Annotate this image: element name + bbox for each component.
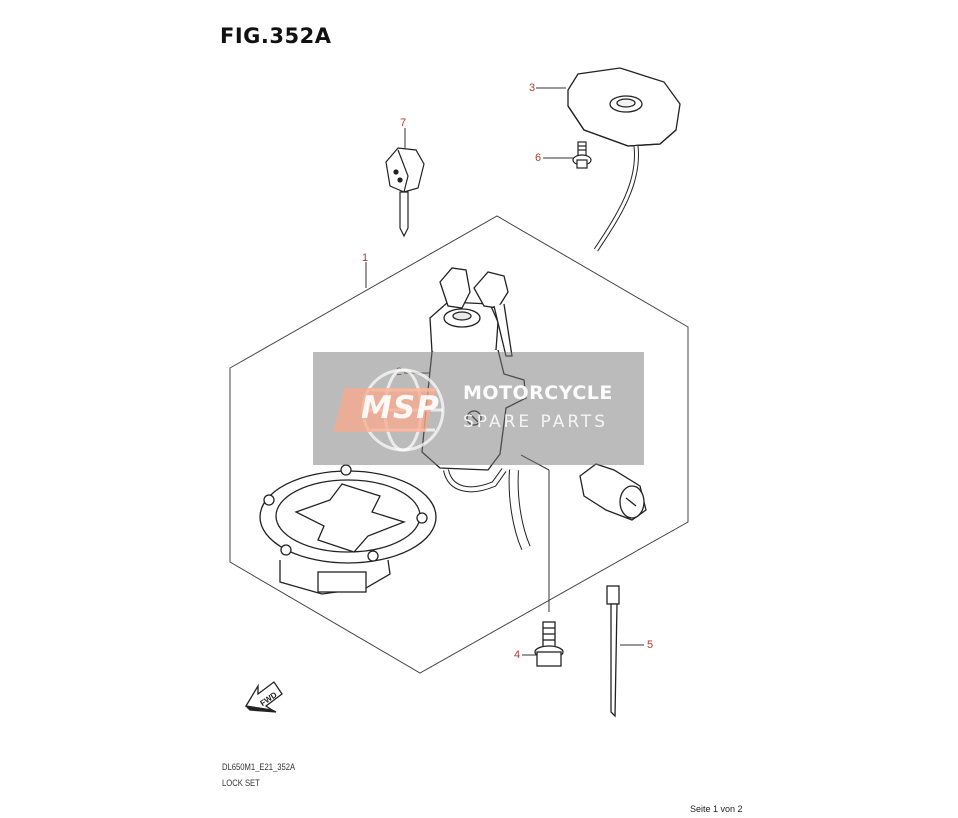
assembly-boundary xyxy=(229,215,689,674)
screw-6-part xyxy=(572,141,592,169)
lock-cylinder-part xyxy=(579,463,647,521)
model-code: DL650M1_E21_352A xyxy=(222,762,296,772)
fwd-arrow-icon xyxy=(244,681,283,713)
callout-6: 6 xyxy=(535,152,542,164)
watermark-title: MOTORCYCLE xyxy=(463,382,613,404)
seat-pad-part xyxy=(567,67,681,252)
callout-5: 5 xyxy=(647,639,654,651)
group-name: LOCK SET xyxy=(222,778,260,788)
bolt-4-part xyxy=(534,621,564,667)
callout-7: 7 xyxy=(400,117,407,129)
cable-tie-part xyxy=(606,585,620,718)
key-part xyxy=(385,147,425,238)
watermark-subtitle: SPARE PARTS xyxy=(463,412,609,432)
callout-3: 3 xyxy=(529,82,536,94)
page-number: Seite 1 von 2 xyxy=(690,804,743,814)
callout-4: 4 xyxy=(514,649,521,661)
figure-title: FIG.352A xyxy=(220,24,332,48)
fuel-cap-part xyxy=(259,464,437,595)
watermark-badge-text: MSP xyxy=(361,390,440,426)
callout-1: 1 xyxy=(362,252,369,264)
watermark-banner: MSP MOTORCYCLE SPARE PARTS xyxy=(313,352,644,465)
